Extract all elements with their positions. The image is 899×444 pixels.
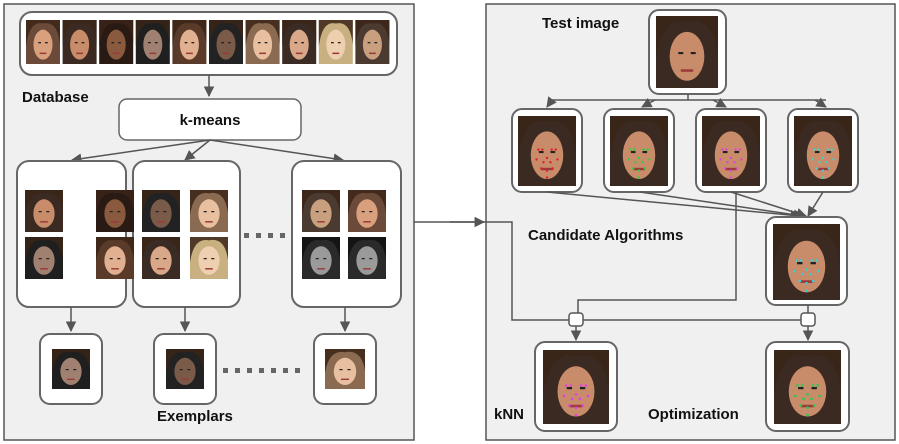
database-thumbnails [26,20,390,64]
face-photo-icon [302,190,340,232]
ellipsis-dots-exemplars [223,368,300,373]
knn-junction [568,312,584,327]
face-photo-icon [172,20,207,64]
face-photo-icon [245,20,280,64]
face-photo-icon [773,224,840,300]
face-photo-icon [25,237,63,279]
optimization-label: Optimization [648,406,739,423]
face-photo-icon [96,237,134,279]
combined-thumbnail [773,224,840,300]
face-photo-icon [348,190,386,232]
face-photo-icon [702,116,760,186]
test-image-label: Test image [542,15,619,32]
cluster-thumbnails [25,190,386,279]
face-photo-icon [774,350,841,424]
face-photo-icon [282,20,317,64]
face-photo-icon [302,237,340,279]
face-photo-icon [543,350,609,424]
face-photo-icon [25,190,63,232]
face-photo-icon [318,20,353,64]
cluster-box-1 [16,160,127,308]
face-photo-icon [355,20,390,64]
face-photo-icon [325,349,365,389]
face-photo-icon [142,190,180,232]
face-photo-icon [142,237,180,279]
database-label: Database [22,89,89,106]
candidate-algorithms-label: Candidate Algorithms [528,227,683,244]
candidate-thumbnails [518,116,852,186]
ellipsis-dots-clusters [244,233,285,238]
test-image-thumbnail [656,16,718,88]
face-photo-icon [794,116,852,186]
cluster-box-3 [291,160,402,308]
face-photo-icon [190,190,228,232]
face-photo-icon [656,16,718,88]
face-photo-icon [610,116,668,186]
kmeans-label: k-means [180,112,241,129]
face-photo-icon [209,20,243,64]
exemplar-thumbnails [52,349,365,389]
face-photo-icon [26,20,60,64]
exemplars-label: Exemplars [157,408,233,425]
face-photo-icon [518,116,576,186]
result-thumbnails [543,350,841,424]
knn-label: kNN [494,406,524,423]
cluster-box-2 [132,160,241,308]
face-photo-icon [190,237,228,279]
face-photo-icon [348,237,386,279]
face-photo-icon [135,20,170,64]
face-photo-icon [96,190,134,232]
face-photo-icon [62,20,97,64]
face-photo-icon [52,349,90,389]
face-photo-icon [99,20,134,64]
face-photo-icon [166,349,204,389]
opt-junction [800,312,816,327]
